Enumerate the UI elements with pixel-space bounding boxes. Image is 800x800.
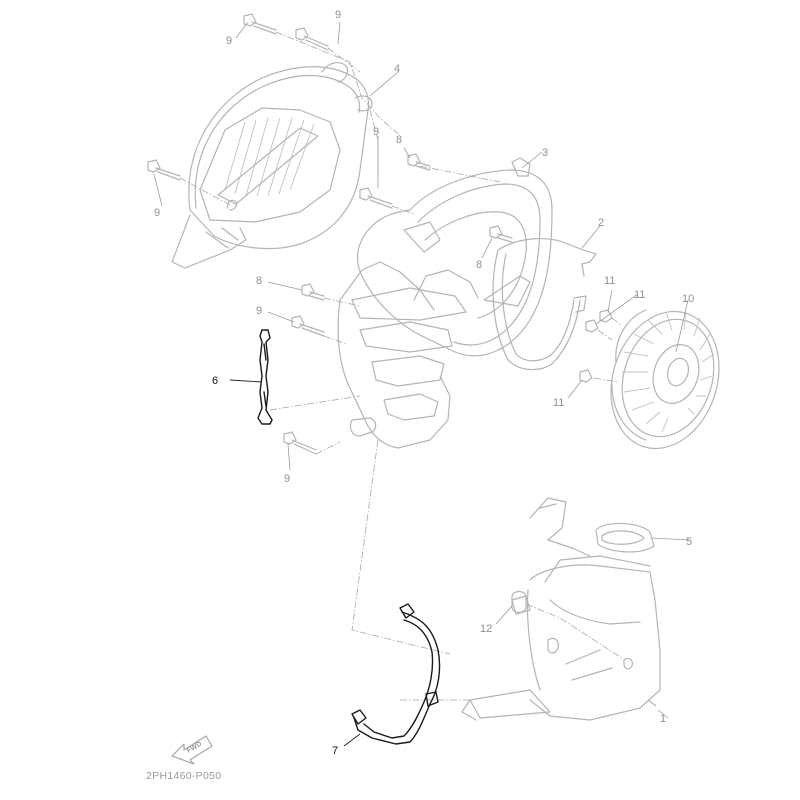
callout-8: 8 (256, 275, 262, 287)
part-3-fan-housing (337, 157, 553, 449)
callout-6: 6 (212, 375, 218, 387)
callout-7: 7 (332, 745, 338, 757)
nut-11-b (585, 319, 599, 333)
bolt-8-upper (407, 153, 431, 171)
callout-8: 8 (476, 259, 482, 271)
callout-9: 9 (335, 9, 341, 21)
diagram-code: 2PH1460-P050 (146, 770, 221, 782)
callout-5: 5 (686, 536, 692, 548)
fwd-arrow-icon: FWD (171, 735, 213, 765)
bolt-8-inner (489, 225, 513, 243)
part-4-shroud-cover (171, 62, 373, 269)
part-2-seal (492, 238, 597, 371)
callout-11: 11 (553, 397, 564, 409)
callout-12: 12 (480, 623, 492, 635)
bolt-9-top-left (243, 13, 277, 35)
assembly-lines (179, 31, 626, 701)
bolt-8-lower (301, 283, 325, 301)
bolt-9-mid (359, 187, 393, 209)
callout-8: 8 (396, 134, 402, 146)
callout-9: 9 (256, 305, 262, 317)
bolt-9-lower (291, 315, 325, 337)
grommet-12 (511, 590, 527, 614)
callout-9: 9 (373, 126, 379, 138)
bolt-9-top (295, 27, 329, 51)
callout-9: 9 (284, 473, 290, 485)
callout-10: 10 (682, 293, 694, 305)
callouts: 9 9 4 3 2 5 1 9 9 8 8 8 9 9 11 11 10 11 … (154, 9, 694, 757)
callout-1: 1 (660, 713, 666, 725)
part-6-bracket (257, 329, 273, 425)
leader-lines (153, 21, 691, 747)
callout-4: 4 (394, 63, 400, 75)
callout-11: 11 (604, 275, 615, 287)
callout-3: 3 (542, 147, 548, 159)
callout-2: 2 (598, 217, 604, 229)
part-1-lower-shroud (461, 497, 661, 721)
bolt-9-left (147, 159, 181, 181)
nut-11-a (599, 309, 613, 323)
part-7-harness (351, 603, 441, 745)
part-10-fan (610, 309, 720, 450)
bolt-9-bottom (283, 431, 317, 455)
callout-11: 11 (634, 289, 645, 301)
callout-9: 9 (226, 35, 232, 47)
nut-11-c (579, 369, 593, 383)
callout-9: 9 (154, 207, 160, 219)
